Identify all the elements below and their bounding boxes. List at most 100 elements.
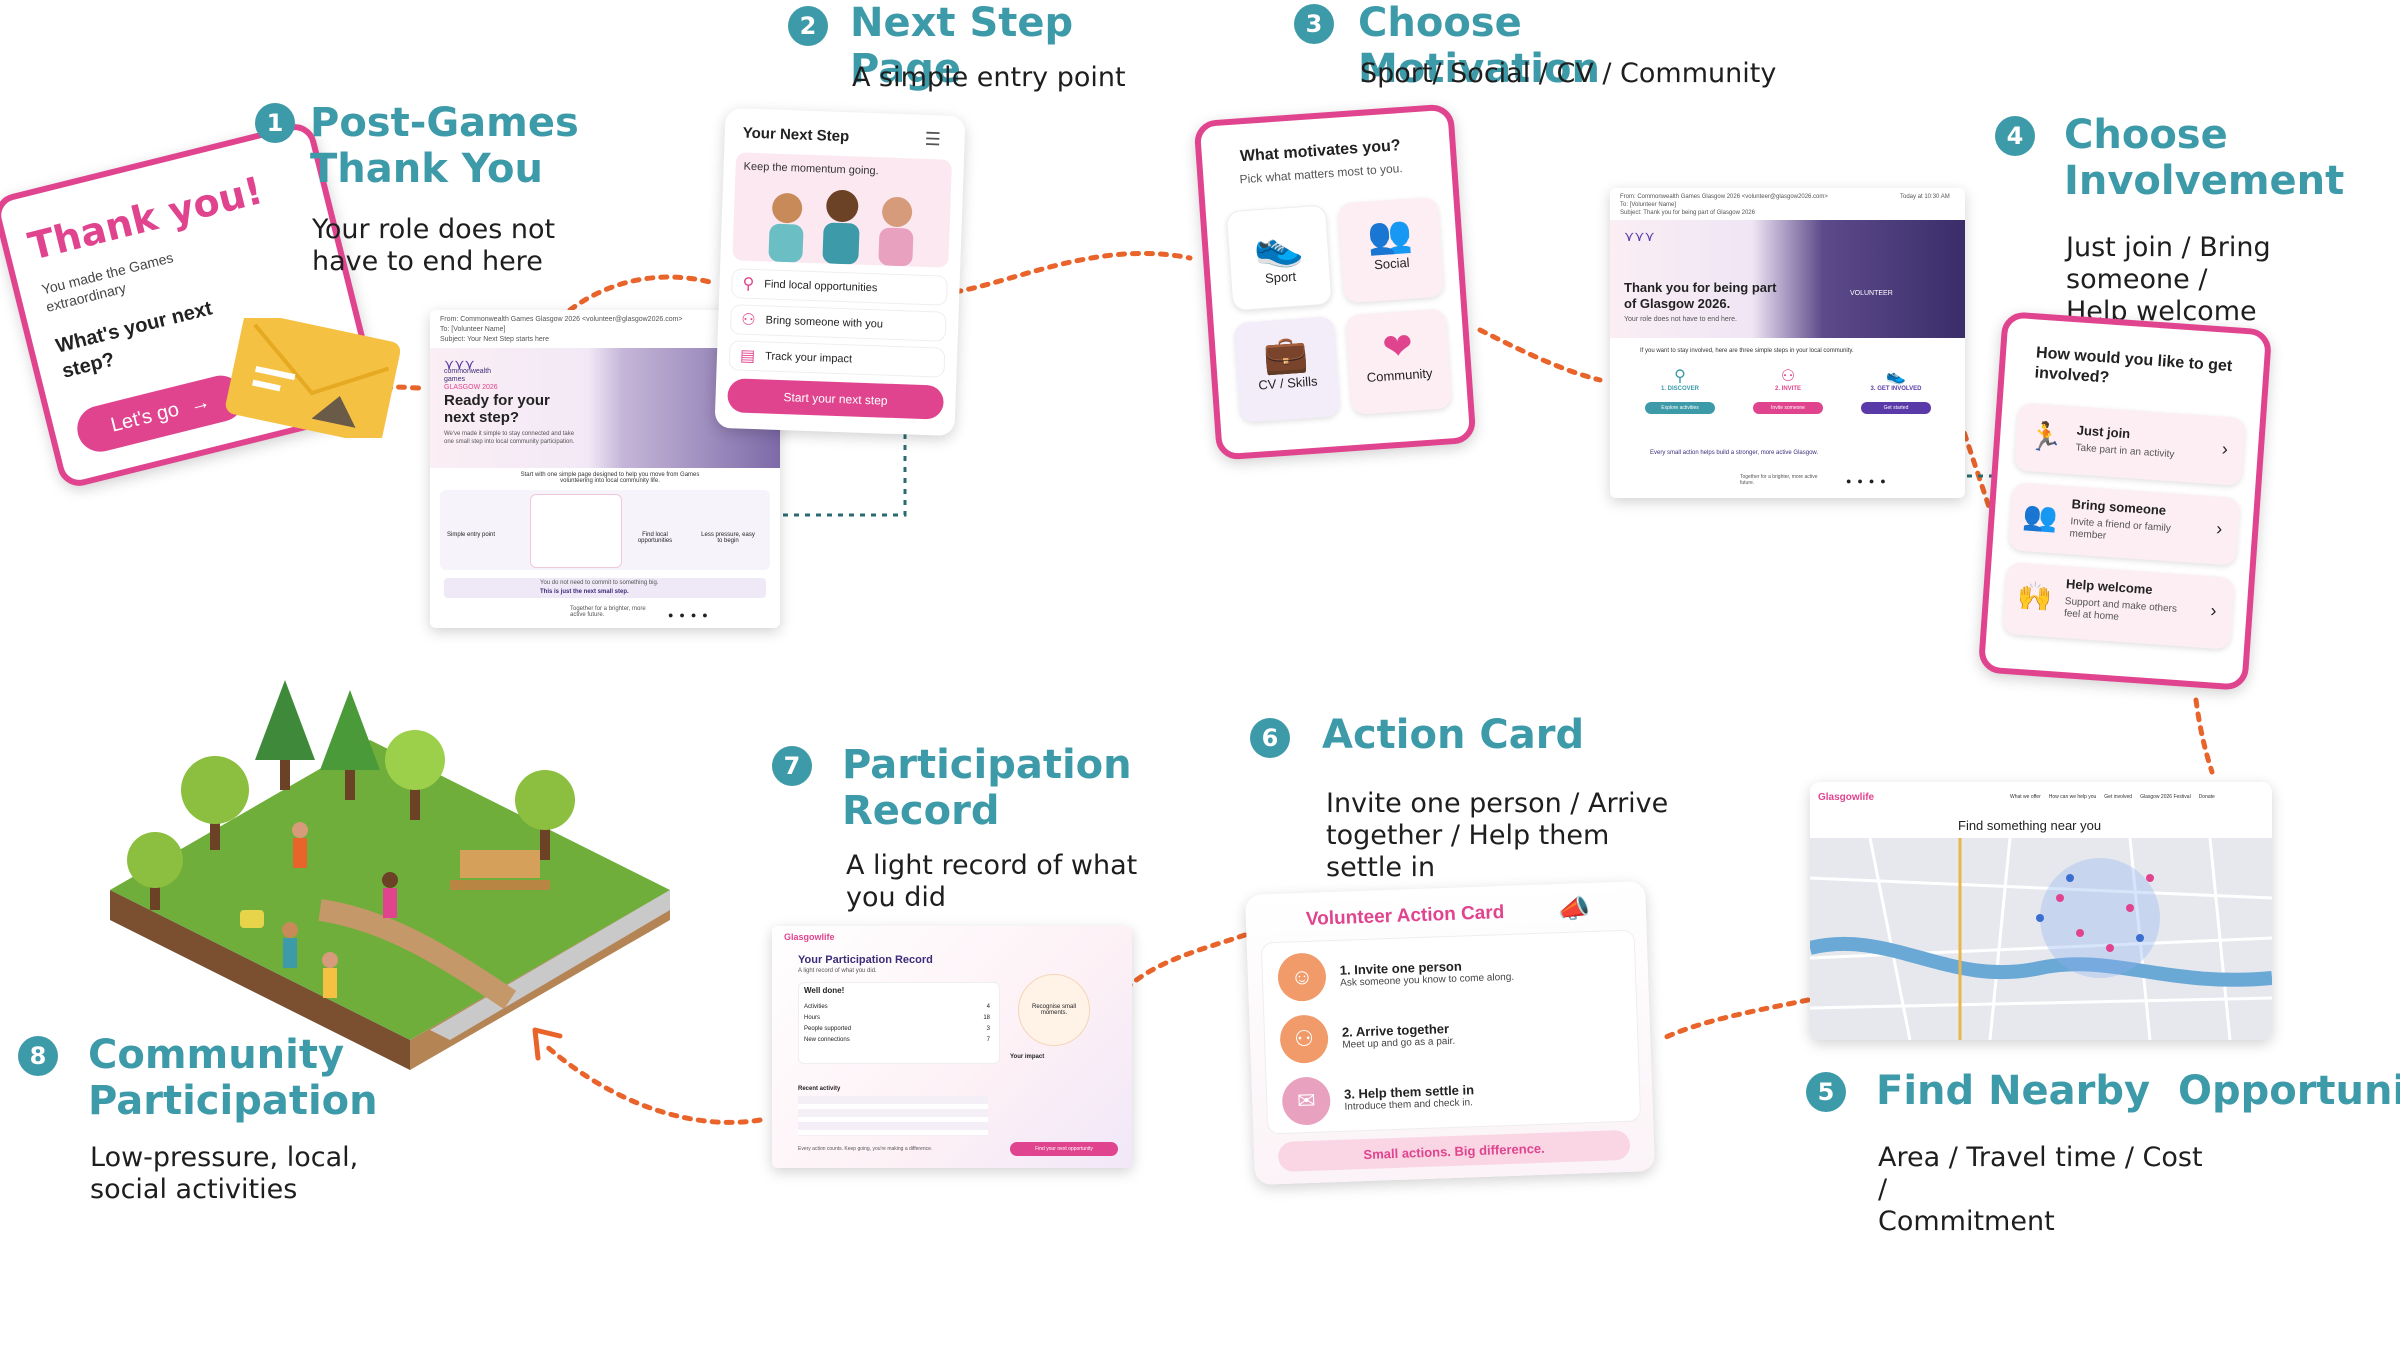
option-bring-someone[interactable]: 👥 Bring someone Invite a friend or famil… (2008, 482, 2241, 566)
welcome-people-icon: 🙌 (2016, 579, 2054, 614)
step-1-title: Post-Games Thank You (310, 100, 579, 192)
start-next-step-button[interactable]: Start your next step (727, 378, 945, 420)
step-4-desc: Just join / Bring someone / Help welcome (2066, 232, 2271, 327)
motivation-subtitle: Pick what matters most to you. (1239, 161, 1404, 187)
email1-col1: Simple entry point (446, 532, 496, 538)
option-sport[interactable]: 👟 Sport (1225, 204, 1333, 312)
record-brand: Glasgowlife (784, 932, 835, 942)
people-icon: ⚇ (740, 311, 756, 330)
chevron-right-icon: › (2215, 518, 2223, 539)
connector-5-6 (1657, 997, 1811, 1043)
option-just-join[interactable]: 🏃 Just join Take part in an activity › (2013, 402, 2247, 487)
find-next-opportunity-button[interactable]: Find your next opportunity (1010, 1142, 1118, 1156)
envelope-icon (225, 318, 400, 438)
lets-go-label: Let's go (108, 397, 182, 437)
volunteer-action-card: Volunteer Action Card 📣 ☺ 1. Invite one … (1245, 881, 1655, 1185)
arrowhead-8 (532, 1027, 563, 1061)
heart-community-icon: ❤ (1381, 324, 1415, 368)
chart-icon: ▤ (739, 347, 756, 366)
briefcase-icon: 💼 (1262, 332, 1310, 377)
thank-heading: Thank you! (24, 168, 268, 269)
step-3-number: 3 (1294, 4, 1334, 44)
record-impact: Your impact (1010, 1054, 1045, 1060)
option-help-welcome[interactable]: 🙌 Help welcome Support and make others f… (2002, 561, 2235, 650)
chevron-right-icon: › (2221, 438, 2229, 460)
next-item-bring[interactable]: ⚇Bring someone with you (729, 304, 947, 342)
step-5-number: 5 (1806, 1072, 1846, 1112)
connector-2-3 (952, 250, 1193, 295)
email2-banner-text: VOLUNTEER (1850, 290, 1893, 297)
menu-icon[interactable]: ☰ (924, 128, 942, 150)
motivation-card: What motivates you? Pick what matters mo… (1193, 103, 1477, 461)
action-card-footer: Small actions. Big difference. (1277, 1129, 1631, 1173)
connector-email2-4 (1957, 417, 1993, 513)
email2-step-2: ⚇ 2. INVITE Invite someone (1738, 366, 1838, 414)
option-social[interactable]: 👥 Social (1337, 196, 1445, 304)
location-pin-icon: ⚲ (742, 275, 755, 294)
email1-col3: Less pressure, easy to begin (701, 532, 755, 544)
park-illustration (110, 680, 670, 1070)
option-cv[interactable]: 💼 CV / Skills (1233, 316, 1341, 423)
running-person-icon: 🏃 (2027, 420, 2065, 454)
connector-6-7 (1127, 932, 1248, 988)
next-item-track[interactable]: ▤Track your impact (728, 340, 946, 378)
social-icons: ●●●● (668, 610, 714, 620)
next-item-find[interactable]: ⚲Find local opportunities (731, 268, 948, 306)
action-card-title: Volunteer Action Card (1305, 902, 1505, 930)
participation-record-page: Glasgowlife Your Participation Record A … (772, 926, 1132, 1168)
lets-go-button[interactable]: Let's go → (72, 370, 249, 457)
email-thank-you-2026: From: Commonwealth Games Glasgow 2026 <v… (1610, 188, 1965, 498)
step-2-desc: A simple entry point (852, 62, 1126, 93)
step-5-desc: Area / Travel time / Cost / Commitment (1878, 1142, 2203, 1237)
step-2-number: 2 (788, 6, 828, 46)
connector-3-email2 (1477, 327, 1603, 383)
step-4-number: 4 (1995, 116, 2035, 156)
recognise-badge: Recognise small moments. (1018, 974, 1090, 1046)
connector-7-8 (542, 1042, 763, 1125)
step-7-number: 7 (772, 746, 812, 786)
step-1-desc: Your role does not have to end here (312, 214, 556, 277)
record-banner: Every action counts. Keep going, you're … (798, 1146, 933, 1152)
email2-step-1: ⚲ 1. DISCOVER Explore activities (1630, 366, 1730, 414)
step-8-desc: Low-pressure, local, social activities (90, 1142, 359, 1205)
option-community[interactable]: ❤ Community (1345, 308, 1453, 416)
city-map[interactable] (1810, 838, 2272, 1040)
invite-icon: ☺ (1277, 952, 1327, 1002)
connector-1-email (567, 274, 713, 313)
step-3-desc: Sport/ Social / CV / Community (1360, 58, 1777, 89)
pair-icon: ⚇ (1279, 1014, 1329, 1064)
connector-4-5 (2193, 697, 2215, 775)
step-8-number: 8 (18, 1036, 58, 1076)
step-5-title: Find Nearby Opportunity (1876, 1068, 2400, 1114)
next-step-page: Your Next Step ☰ Keep the momentum going… (714, 107, 966, 437)
step-2-title: Next Step Page (850, 0, 1074, 92)
email1-headline: Ready for your next step? (444, 392, 550, 426)
arrow-right-icon: → (187, 390, 213, 417)
email1-note1: You do not need to commit to something b… (540, 580, 659, 586)
map-heading: Find something near you (1958, 818, 2102, 833)
involvement-card: How would you like to get involved? 🏃 Ju… (1977, 311, 2273, 691)
involvement-title: How would you like to get involved? (2034, 344, 2233, 387)
email1-from: Commonwealth Games Glasgow 2026 <volunte… (460, 316, 683, 323)
email1-body: We've made it simple to stay connected a… (444, 431, 575, 445)
email2-footer: Together for a brighter, more active fut… (1740, 474, 1818, 486)
email1-footer: Together for a brighter, more active fut… (570, 606, 646, 618)
step-3-title: Choose Motivation (1358, 0, 1600, 92)
megaphone-icon: 📣 (1557, 893, 1591, 925)
email2-sub: Your role does not have to end here. (1624, 316, 1737, 323)
email2-intro: If you want to stay involved, here are t… (1640, 348, 1854, 354)
step-8-title: Community Participation (88, 1032, 378, 1124)
record-recent: Recent activity (798, 1086, 841, 1092)
next-page-title: Your Next Step (742, 124, 850, 146)
email2-closing: Every small action helps build a stronge… (1650, 450, 1819, 456)
teal-link-email-next (772, 410, 907, 517)
step-6-desc: Invite one person / Arrive together / He… (1326, 788, 1669, 883)
step-6-title: Action Card (1322, 712, 1585, 758)
step-6-number: 6 (1250, 718, 1290, 758)
